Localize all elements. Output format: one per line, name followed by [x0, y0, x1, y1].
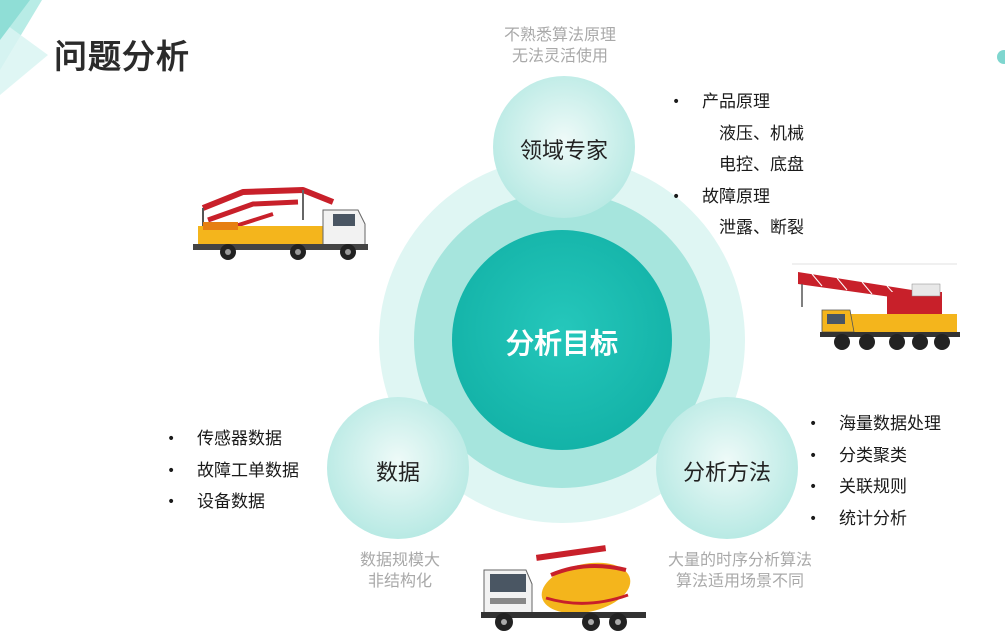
data-node-circle	[327, 397, 469, 539]
method-node-circle	[656, 397, 798, 539]
list-item: 统计分析	[809, 504, 941, 536]
list-item: 液压、机械	[719, 123, 804, 144]
center-label: 分析目标	[505, 327, 618, 360]
list-item: 泄露、断裂	[719, 218, 804, 238]
list-item: 故障原理	[672, 182, 804, 214]
list-item: 分类聚类	[809, 441, 941, 473]
expert-note-line: 不熟悉算法原理	[503, 25, 616, 44]
method-node-label: 分析方法	[682, 461, 771, 486]
edge-dot-decoration	[997, 50, 1005, 64]
data-list: 传感器数据 故障工单数据 设备数据	[167, 424, 299, 519]
crane-truck-icon	[792, 263, 960, 350]
expert-node-label: 领域专家	[519, 139, 608, 164]
method-note: 大量的时序分析算法 算法适用场景不同	[650, 549, 830, 591]
concrete-pump-truck-icon	[193, 187, 368, 260]
method-list: 海量数据处理 分类聚类 关联规则 统计分析	[809, 409, 941, 535]
data-note-line: 数据规模大	[359, 550, 440, 569]
list-item: 电控、底盘	[719, 155, 804, 175]
center-circle	[452, 230, 672, 450]
list-item: 传感器数据	[167, 424, 299, 456]
expert-list: 产品原理 液压、机械 电控、底盘 故障原理 泄露、断裂	[672, 87, 804, 245]
list-item: 关联规则	[809, 472, 941, 504]
corner-decoration	[0, 0, 48, 95]
mixer-truck-icon	[481, 545, 646, 631]
data-note-line: 非结构化	[367, 571, 432, 590]
expert-note: 不熟悉算法原理 无法灵活使用	[470, 24, 650, 66]
list-item: 产品原理	[672, 87, 804, 119]
expert-node-circle	[493, 76, 635, 218]
list-item: 设备数据	[167, 487, 299, 519]
method-note-line: 大量的时序分析算法	[667, 550, 812, 569]
data-note: 数据规模大 非结构化	[320, 549, 480, 591]
expert-note-line: 无法灵活使用	[511, 46, 608, 65]
list-item: 故障工单数据	[167, 456, 299, 488]
data-node-label: 数据	[375, 461, 420, 486]
page-title: 问题分析	[54, 37, 190, 76]
method-note-line: 算法适用场景不同	[675, 571, 804, 590]
list-item: 海量数据处理	[809, 409, 941, 441]
